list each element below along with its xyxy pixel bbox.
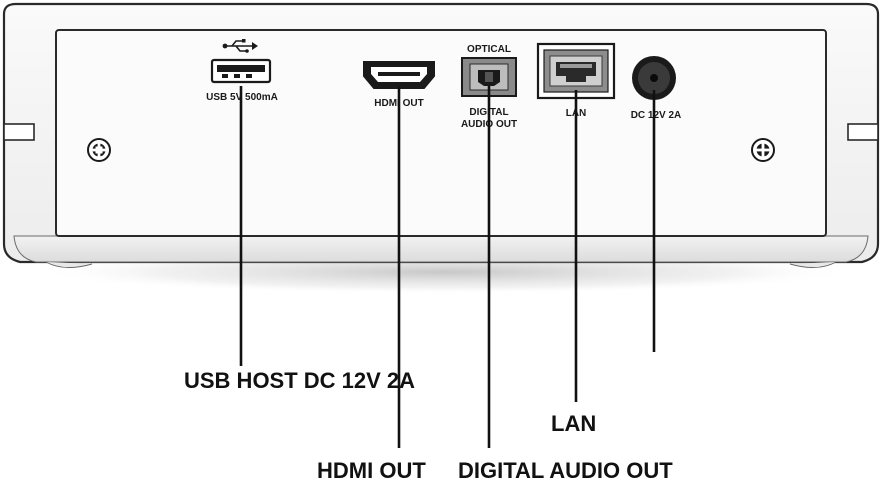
screw-icon	[751, 138, 775, 162]
dc-port-label: DC 12V 2A	[631, 110, 682, 121]
usb-host-callout: USB HOST DC 12V 2A	[184, 368, 415, 393]
lan-port: LAN	[536, 42, 616, 119]
dc-jack: DC 12V 2A	[631, 56, 682, 121]
digital-audio-out-callout: DIGITAL AUDIO OUT	[458, 458, 673, 483]
hdmi-out-callout: HDMI OUT	[317, 458, 426, 483]
optical-top-label: OPTICAL	[467, 44, 511, 55]
lan-callout: LAN	[551, 411, 596, 436]
screw-icon	[87, 138, 111, 162]
rear-panel	[55, 29, 827, 237]
usb-icon	[222, 39, 258, 53]
